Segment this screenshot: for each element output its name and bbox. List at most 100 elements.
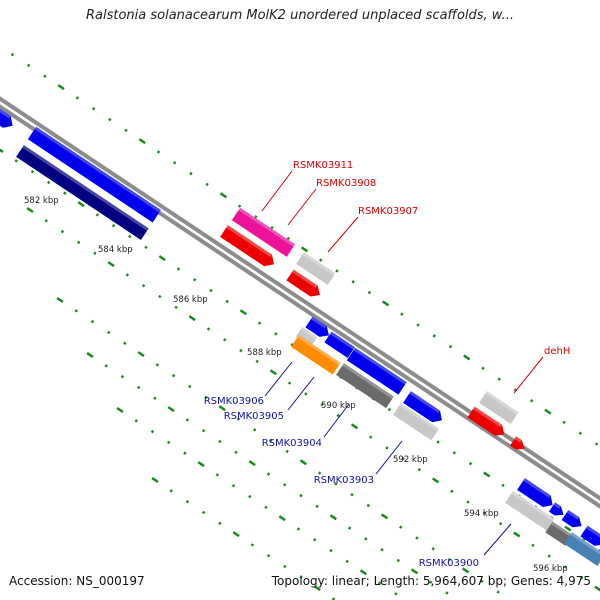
tick <box>63 191 67 195</box>
tick <box>497 377 501 381</box>
tick <box>185 418 190 422</box>
gene-highlight <box>310 316 327 329</box>
tick <box>43 74 47 78</box>
tick <box>26 207 34 213</box>
tick <box>300 246 309 253</box>
tick <box>95 213 100 217</box>
gene-22 <box>561 510 582 528</box>
tick <box>547 554 551 558</box>
gene-block <box>336 363 394 409</box>
tick <box>74 309 78 313</box>
tick <box>231 484 236 488</box>
tick <box>466 500 470 504</box>
tick <box>218 439 222 444</box>
tick <box>468 461 473 466</box>
tick <box>296 527 301 531</box>
tick <box>287 381 292 385</box>
scale-label: 592 kbp <box>393 455 428 465</box>
tick <box>141 284 146 288</box>
accession-label: Accession: <box>9 574 73 588</box>
gene-3 <box>16 145 149 241</box>
tick <box>274 332 278 336</box>
gene-labels: RSMK03911RSMK03908RSMK03907dehHRSMK03906… <box>204 160 571 569</box>
tick <box>400 312 404 316</box>
tick <box>153 396 157 400</box>
tick <box>248 494 252 499</box>
accession-info: Accession: NS_000197 <box>9 574 145 588</box>
tick <box>313 585 321 592</box>
tick <box>123 341 127 345</box>
gene-arrow <box>517 478 553 508</box>
gene-block <box>231 207 296 257</box>
tick <box>579 576 584 580</box>
tick <box>136 385 141 390</box>
gene-highlight <box>511 491 555 522</box>
gene-4 <box>231 207 296 257</box>
tick <box>125 273 130 277</box>
tick <box>255 359 259 364</box>
tick <box>201 510 206 515</box>
tick <box>351 280 355 284</box>
gene-features <box>0 102 600 567</box>
leader-line <box>264 361 293 397</box>
tick <box>120 374 125 379</box>
tick <box>387 407 392 412</box>
tick <box>158 294 162 299</box>
tick <box>237 204 242 208</box>
gene-arrow <box>403 391 442 423</box>
tick <box>366 503 370 508</box>
tick <box>116 407 124 413</box>
tick <box>250 543 255 547</box>
tick <box>564 525 572 532</box>
tick-line-4 <box>56 297 500 594</box>
gene-highlight <box>409 391 441 414</box>
tick <box>193 278 197 282</box>
tick <box>0 148 4 153</box>
tick <box>91 107 96 111</box>
tick <box>336 413 340 418</box>
tick <box>253 428 257 432</box>
tick <box>104 364 108 368</box>
tick <box>239 309 247 316</box>
tick <box>225 299 229 304</box>
gene-label: dehH <box>544 346 570 357</box>
tick <box>544 408 552 415</box>
gene-highlight <box>523 478 551 498</box>
tick-line-6 <box>116 407 398 596</box>
tick <box>369 435 373 439</box>
tick <box>399 525 403 529</box>
leader-line <box>261 170 293 212</box>
tick-marks <box>0 52 600 600</box>
tick <box>219 192 227 199</box>
gene-1 <box>0 102 13 128</box>
tick <box>156 150 161 154</box>
tick <box>317 471 322 475</box>
tick <box>76 240 81 245</box>
tick <box>481 366 485 371</box>
gene-highlight <box>553 502 561 509</box>
gene-highlight <box>570 532 600 557</box>
tick <box>14 159 18 163</box>
scale-label: 588 kbp <box>247 348 282 358</box>
gene-arrow <box>548 502 564 516</box>
tick <box>137 351 145 358</box>
tick <box>266 554 271 558</box>
tick <box>108 117 112 122</box>
map-title: Ralstonia solanacearum MolK2 unordered u… <box>85 8 514 23</box>
tick <box>134 419 138 423</box>
tick <box>111 224 116 228</box>
accession-value: NS_000197 <box>76 574 145 588</box>
scale-label: 594 kbp <box>464 509 499 519</box>
tick <box>155 363 160 367</box>
gene-arrow <box>0 102 13 128</box>
tick <box>183 451 187 455</box>
tick <box>380 513 389 520</box>
tick <box>57 84 65 91</box>
tick <box>483 471 491 478</box>
tick <box>278 515 286 522</box>
gene-16 <box>479 391 519 424</box>
tick <box>331 597 336 600</box>
tick <box>264 505 268 510</box>
leader-line <box>513 356 544 394</box>
